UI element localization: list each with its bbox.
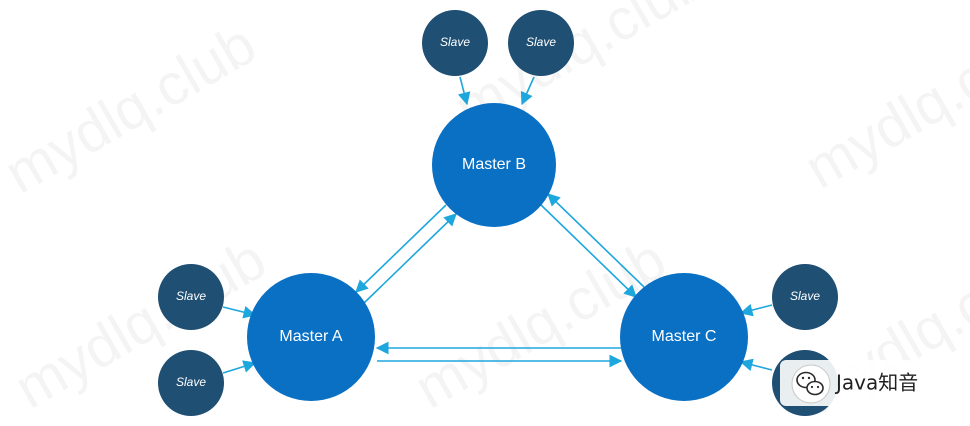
master-b-node: Master B xyxy=(432,103,556,227)
wechat-icon xyxy=(791,364,831,404)
master-links xyxy=(355,193,645,368)
slave-circle xyxy=(422,10,488,76)
master-b-label: Master B xyxy=(462,156,526,173)
arrow-b-to-c xyxy=(539,203,637,298)
master-c-circle xyxy=(620,273,748,401)
arrow-slave-to-master-c xyxy=(739,358,773,372)
arrow-slave-to-master-a xyxy=(222,360,257,374)
arrow-slave-to-master-b xyxy=(457,76,471,106)
slave-label: Slave xyxy=(440,35,470,49)
slave-node: Slave xyxy=(508,10,574,76)
slave-circle xyxy=(508,10,574,76)
arrow-a-to-b xyxy=(363,213,457,304)
slave-label: Slave xyxy=(176,289,206,303)
watermark-text: mydlq.club xyxy=(0,11,267,206)
slave-label: Slave xyxy=(790,289,820,303)
arrow-b-to-a xyxy=(355,204,447,293)
master-c-label: Master C xyxy=(652,328,717,345)
master-b-circle xyxy=(432,103,556,227)
master-a-node: Master A xyxy=(247,273,375,401)
arrow-c-to-b xyxy=(547,193,645,288)
slave-circle xyxy=(772,264,838,330)
brand-name: Java知音 xyxy=(834,371,918,395)
slave-label: Slave xyxy=(526,35,556,49)
slave-node: Slave xyxy=(772,264,838,330)
arrow-slave-to-master-b xyxy=(520,76,535,106)
brand-badge: Java知音 xyxy=(780,360,952,406)
master-a-circle xyxy=(247,273,375,401)
slave-node: Slave xyxy=(422,10,488,76)
slave-node: Slave xyxy=(158,264,224,330)
slave-links xyxy=(222,76,773,374)
watermark-text: mydlq.club xyxy=(4,226,277,421)
arrow-slave-to-master-c xyxy=(739,303,773,317)
watermark-text: mydlq.club xyxy=(794,6,970,201)
master-a-label: Master A xyxy=(279,328,342,345)
arrow-slave-to-master-a xyxy=(222,305,257,319)
slave-circle xyxy=(158,264,224,330)
slave-label: Slave xyxy=(176,375,206,389)
master-c-node: Master C xyxy=(620,273,748,401)
slave-node: Slave xyxy=(158,350,224,416)
slave-circle xyxy=(158,350,224,416)
